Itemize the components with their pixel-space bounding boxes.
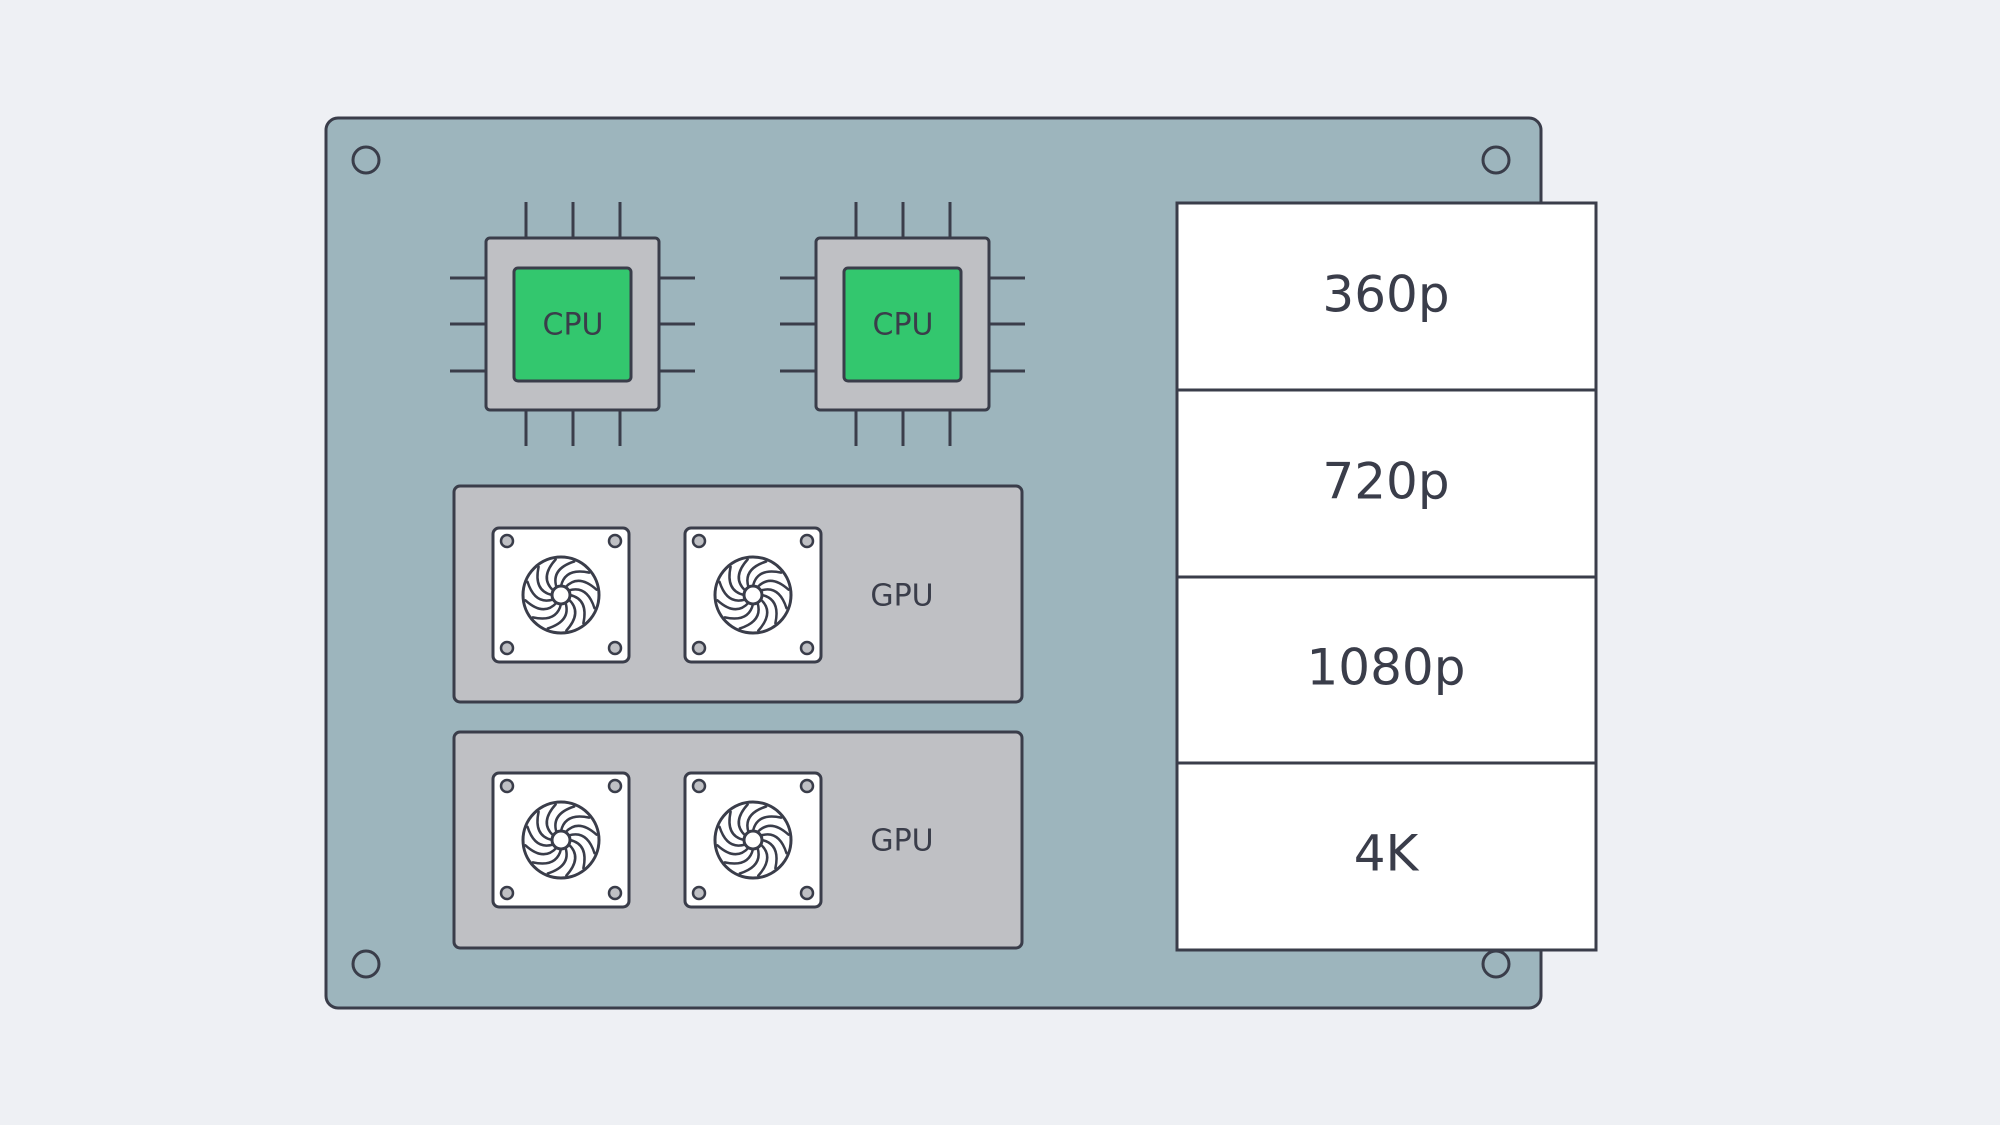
gpu-card: GPU (452, 730, 1024, 950)
resolution-1080p: 1080p (1307, 639, 1466, 697)
fan-blades (524, 558, 598, 632)
fan-screw (691, 640, 707, 656)
fan (683, 526, 823, 664)
cpu-label: CPU (543, 308, 604, 343)
fan-screw (607, 640, 623, 656)
fan (683, 771, 823, 909)
screw-hole-bottom-left (351, 949, 381, 979)
cpu-die (842, 266, 963, 383)
fan-screw (799, 778, 815, 794)
resolution-panel: 360p 720p 1080p 4K (1175, 201, 1598, 952)
fan-blades (716, 803, 790, 877)
fan-screw (691, 533, 707, 549)
gpu-card: GPU (452, 484, 1024, 704)
fan-screw (799, 640, 815, 656)
fan-screw (691, 778, 707, 794)
fan-hub (550, 829, 572, 851)
cpu-pins (450, 202, 695, 446)
fan (491, 526, 631, 664)
fan-screw (499, 640, 515, 656)
cpu-die (512, 266, 633, 383)
fan-hub (550, 584, 572, 606)
screw-hole-top-right (1481, 145, 1511, 175)
fan (491, 771, 631, 909)
fan-screw (691, 885, 707, 901)
fan-blades (716, 558, 790, 632)
fan-blades (524, 803, 598, 877)
cpu-pins (780, 202, 1025, 446)
gpu-label: GPU (870, 824, 933, 859)
fan-screw (607, 533, 623, 549)
cpu-chip: CPU (450, 202, 695, 446)
fan-screw (799, 533, 815, 549)
screw-hole-top-left (351, 145, 381, 175)
gpu-label: GPU (870, 579, 933, 614)
resolution-720p: 720p (1322, 453, 1449, 511)
resolution-4k: 4K (1354, 825, 1420, 883)
fan-screw (799, 885, 815, 901)
fan-hub (742, 829, 764, 851)
fan-screw (499, 778, 515, 794)
cpu-chip: CPU (780, 202, 1025, 446)
resolution-360p: 360p (1322, 266, 1449, 324)
fan-screw (607, 778, 623, 794)
fan-screw (499, 533, 515, 549)
fan-screw (607, 885, 623, 901)
fan-screw (499, 885, 515, 901)
fan-hub (742, 584, 764, 606)
cpu-label: CPU (873, 308, 934, 343)
